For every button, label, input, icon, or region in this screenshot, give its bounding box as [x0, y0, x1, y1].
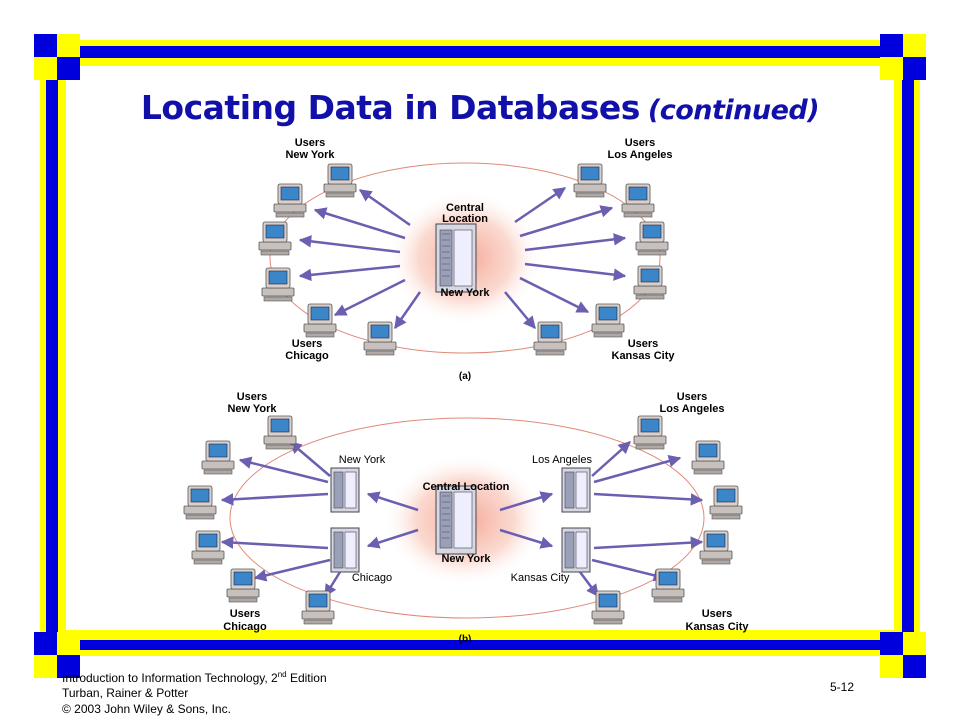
footer-edition: Edition — [286, 671, 327, 685]
b-caption: (b) — [459, 634, 472, 645]
diagram-b-arrows — [220, 441, 704, 598]
frame-bottom-blue — [40, 640, 920, 650]
frame-left-blue — [46, 40, 58, 656]
b-server-label-kc: Kansas City — [511, 572, 570, 584]
footer-line-3: © 2003 John Wiley & Sons, Inc. — [62, 702, 231, 716]
corner-top-left — [34, 34, 80, 80]
b-label-central-bottom: New York — [441, 553, 491, 565]
diagram-a: Users New York Users Los Angeles Users C… — [258, 137, 676, 382]
b-label-users-kc-1: Users — [702, 608, 733, 620]
corner-top-right — [880, 34, 926, 80]
b-label-users-ny-1: Users — [237, 391, 268, 403]
a-label-users-chi-2: Chicago — [285, 350, 329, 362]
corner-bottom-right — [880, 632, 926, 678]
diagram-a-ring — [269, 162, 661, 354]
footer-ordinal: nd — [277, 670, 287, 679]
frame-right-blue — [902, 40, 914, 656]
a-label-users-ny-1: Users — [295, 137, 326, 149]
a-label-users-la-2: Los Angeles — [608, 149, 673, 161]
a-label-central-bottom: New York — [440, 287, 490, 299]
a-label-central-2: Location — [442, 213, 488, 225]
b-server-label-ny: New York — [339, 454, 386, 466]
b-label-users-kc-2: Kansas City — [686, 621, 750, 633]
server-kansas-city-icon — [561, 527, 591, 573]
title-main: Locating Data in Databases — [140, 88, 640, 127]
central-server-icon — [435, 223, 477, 293]
b-label-users-ny-2: New York — [227, 403, 277, 415]
footer-line-2: Turban, Rainer & Potter — [62, 686, 189, 700]
a-label-users-ny-2: New York — [285, 149, 335, 161]
server-los-angeles-icon — [561, 467, 591, 513]
a-label-central-1: Central — [446, 202, 484, 214]
diagram-a-arrows — [298, 186, 627, 330]
footer-course-title: Introduction to Information Technology, … — [62, 671, 278, 685]
b-label-users-la-1: Users — [677, 391, 708, 403]
b-label-users-chi-2: Chicago — [223, 621, 267, 633]
b-server-label-chi: Chicago — [352, 572, 392, 584]
frame-top-blue — [40, 46, 920, 58]
page-number: 5-12 — [830, 680, 855, 694]
b-server-label-la: Los Angeles — [532, 454, 592, 466]
diagram-b: Users New York Users Los Angeles Users C… — [183, 391, 750, 645]
a-label-users-chi-1: Users — [292, 338, 323, 350]
a-label-users-kc-1: Users — [628, 338, 659, 350]
b-label-users-chi-1: Users — [230, 608, 261, 620]
b-label-users-la-2: Los Angeles — [660, 403, 725, 415]
footer-line-1: Introduction to Information Technology, … — [62, 670, 327, 685]
b-label-central: Central Location — [423, 481, 510, 493]
central-server-b-icon — [435, 485, 477, 555]
server-chicago-icon — [330, 527, 360, 573]
title-suffix: (continued) — [647, 95, 820, 126]
slide-title: Locating Data in Databases(continued) — [0, 88, 960, 127]
a-label-users-kc-2: Kansas City — [612, 350, 676, 362]
a-caption: (a) — [459, 371, 471, 382]
a-label-users-la-1: Users — [625, 137, 656, 149]
corner-bottom-left — [34, 632, 80, 678]
diagram-b-ring — [229, 417, 705, 619]
server-new-york-icon — [330, 467, 360, 513]
